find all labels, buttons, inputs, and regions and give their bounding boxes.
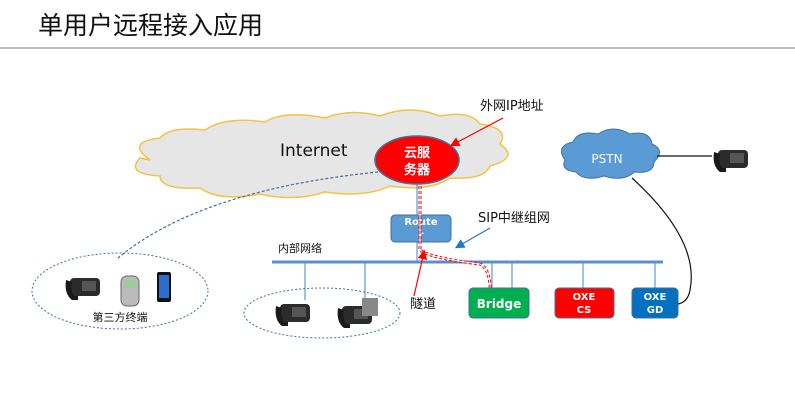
svg-text:务器: 务器	[404, 162, 431, 178]
svg-text:云服: 云服	[404, 146, 431, 161]
internal-phones-group	[243, 287, 401, 339]
dect-phone-icon	[120, 275, 140, 307]
pstn-link	[631, 177, 692, 305]
slide-title: 单用户远程接入应用	[38, 11, 263, 40]
svg-text:OXE: OXE	[573, 292, 596, 303]
smartphone-icon	[157, 272, 171, 302]
third-party-label: 第三方终端	[93, 310, 148, 324]
svg-text:CS: CS	[577, 305, 592, 316]
tunnel-path	[418, 186, 492, 301]
svg-text:r: r	[419, 230, 424, 241]
third-party-group	[31, 252, 209, 330]
svg-text:OXE: OXE	[644, 292, 667, 303]
svg-text:Bridge: Bridge	[477, 297, 522, 311]
remote-link	[117, 171, 379, 259]
svg-text:PSTN: PSTN	[591, 152, 622, 166]
pstn-phone-icon	[713, 150, 748, 172]
sip-trunk-label: SIP中继组网	[478, 211, 550, 226]
tunnel-arrow	[413, 249, 428, 297]
internal-touch-phone-icon	[337, 298, 378, 328]
sip-trunk-arrow	[454, 227, 491, 249]
internal-network-label: 内部网络	[278, 241, 322, 255]
desk-phone-icon	[65, 278, 100, 300]
oxe-cs-box[interactable]: OXE CS	[554, 287, 615, 319]
oxe-gd-box[interactable]: OXE GD	[631, 287, 679, 319]
external-ip-arrow	[449, 117, 504, 147]
pstn-cloud: PSTN	[560, 128, 660, 179]
internal-desk-phone-icon	[275, 304, 310, 326]
external-ip-label: 外网IP地址	[480, 99, 544, 114]
tunnel-label: 隧道	[410, 296, 436, 312]
svg-text:GD: GD	[647, 305, 664, 316]
bridge-box[interactable]: Bridge	[468, 287, 530, 319]
cloud-server[interactable]: 云服 务器	[374, 135, 460, 185]
internet-label: Internet	[280, 141, 348, 161]
